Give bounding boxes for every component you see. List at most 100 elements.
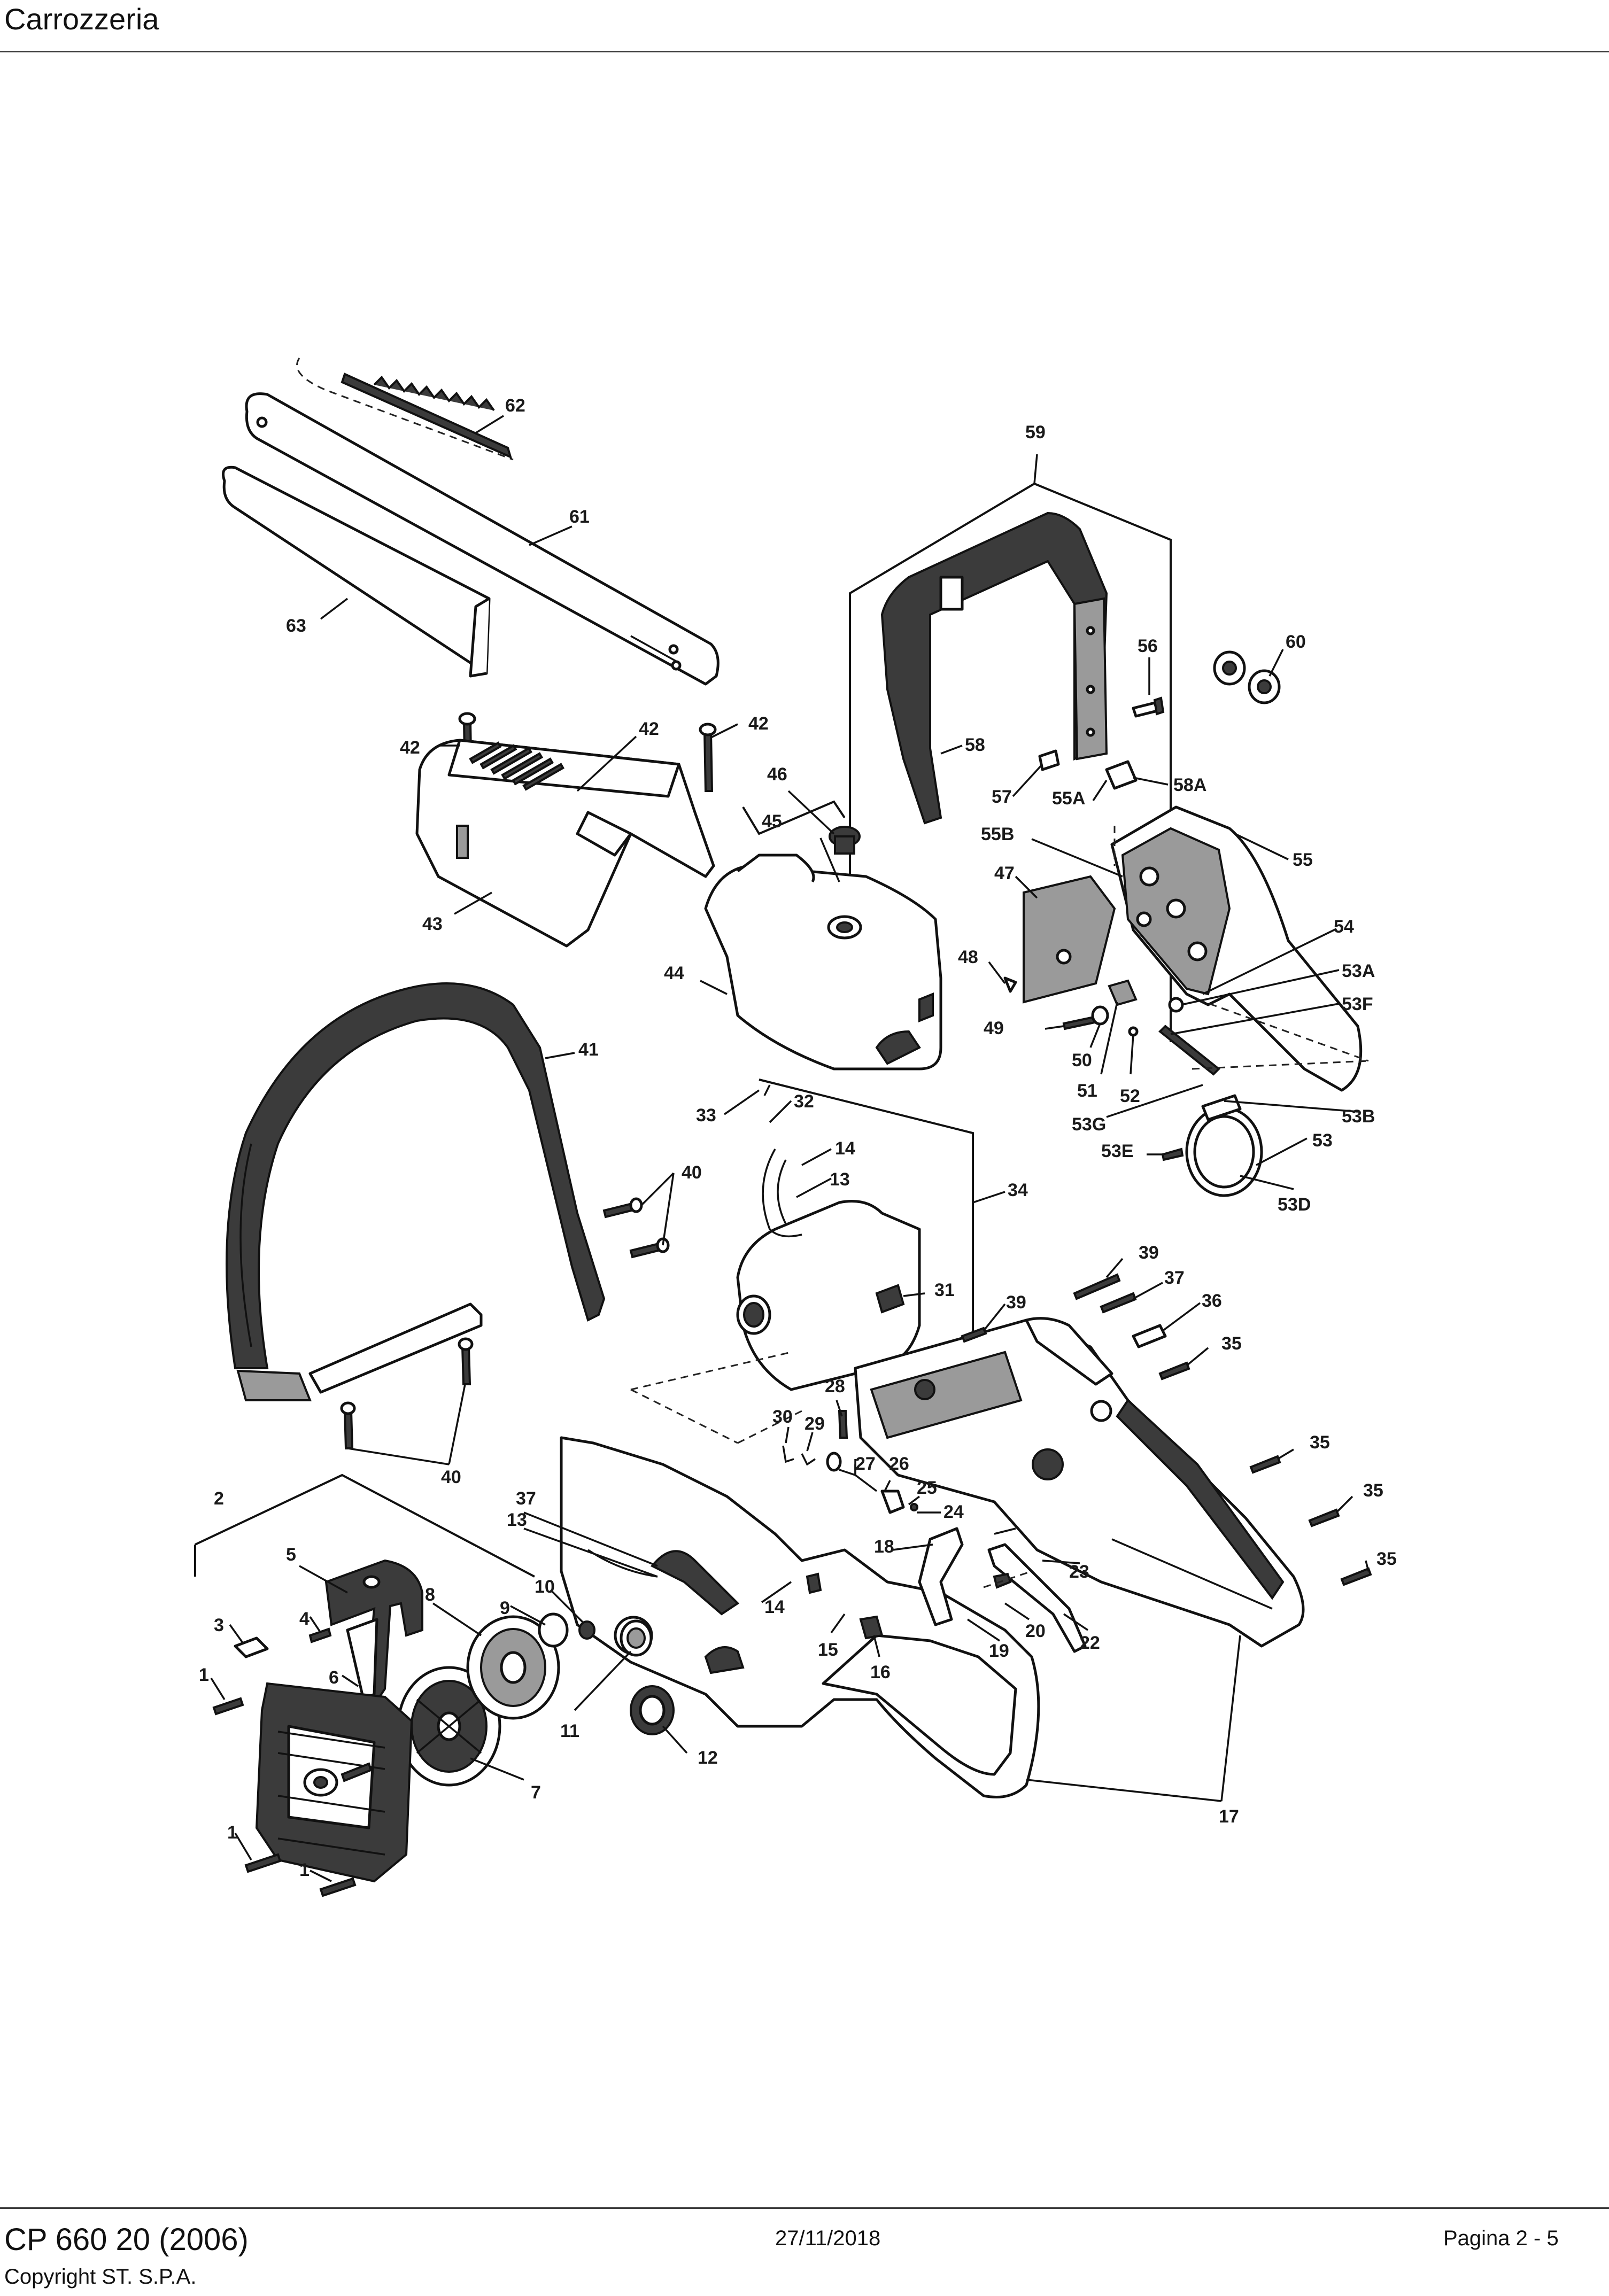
callout-52: 52 [1120, 1086, 1140, 1106]
callout-1-middle: 1 [227, 1822, 237, 1843]
callout-1-top: 1 [199, 1665, 209, 1685]
assembly-line [983, 1570, 1032, 1588]
callout-32: 32 [794, 1091, 814, 1112]
chain-plate-47-part [1023, 875, 1116, 1004]
callout-33: 33 [696, 1105, 716, 1126]
callout-60: 60 [1286, 632, 1306, 652]
callout-15: 15 [818, 1640, 838, 1660]
pin-52-part [1128, 1026, 1139, 1037]
screws-35-39-part [961, 1273, 1372, 1586]
callout-57: 57 [992, 787, 1012, 807]
throttle-parts [880, 1490, 1087, 1653]
callout-6: 6 [329, 1667, 339, 1688]
callout-41: 41 [578, 1040, 599, 1060]
screws-40-part [340, 1197, 670, 1449]
callout-42-right: 42 [748, 713, 769, 734]
callout-34: 34 [1008, 1180, 1028, 1200]
callout-51: 51 [1077, 1081, 1097, 1101]
small-parts-24-30 [782, 1410, 878, 1492]
callout-18: 18 [874, 1537, 894, 1557]
pin-4-part [308, 1627, 332, 1643]
callout-28: 28 [825, 1376, 845, 1397]
bushing-58A-part [1105, 760, 1138, 790]
callout-44: 44 [664, 963, 684, 983]
callout-48: 48 [958, 947, 978, 967]
callout-31: 31 [934, 1280, 955, 1300]
callout-58: 58 [965, 735, 985, 755]
saw-chain-part [296, 358, 514, 461]
callout-37-right: 37 [1164, 1268, 1185, 1288]
callout-53G: 53G [1072, 1114, 1106, 1135]
callout-49: 49 [984, 1018, 1004, 1038]
guide-bar-part [245, 392, 720, 686]
callout-58A: 58A [1173, 775, 1206, 795]
crankcase-17-part [854, 1317, 1305, 1648]
callout-59: 59 [1025, 422, 1046, 443]
callout-53E: 53E [1101, 1141, 1134, 1161]
cap-46-part [829, 826, 861, 855]
callout-55B: 55B [981, 824, 1014, 844]
recoil-pulley-7-part [397, 1666, 501, 1787]
callout-12: 12 [698, 1748, 718, 1768]
callout-39-right: 39 [1139, 1243, 1159, 1263]
bar-cover-part [222, 466, 491, 678]
callout-56: 56 [1138, 636, 1158, 656]
callout-27: 27 [855, 1454, 876, 1474]
callout-53F: 53F [1342, 994, 1373, 1014]
callout-16: 16 [870, 1662, 891, 1682]
callout-2: 2 [214, 1488, 224, 1509]
top-cover-43-part [415, 739, 715, 948]
callout-36: 36 [1202, 1291, 1222, 1311]
assembly-line [630, 1351, 792, 1391]
starter-bracket-2 [194, 1473, 535, 1578]
washer-57-part [1038, 749, 1060, 771]
callout-40-upper: 40 [682, 1162, 702, 1183]
bolt-3-part [234, 1636, 269, 1658]
callout-30: 30 [772, 1407, 793, 1427]
callout-7: 7 [531, 1782, 541, 1803]
screw-53E-part [1161, 1147, 1184, 1161]
fuel-tank-34-part [736, 1079, 974, 1391]
callout-22: 22 [1080, 1633, 1100, 1653]
callout-35-d: 35 [1376, 1549, 1397, 1569]
cap-11-part [620, 1619, 653, 1657]
callout-62: 62 [505, 395, 525, 416]
callout-10: 10 [535, 1577, 555, 1597]
callout-53A: 53A [1342, 961, 1375, 981]
callout-35-c: 35 [1363, 1480, 1383, 1501]
leader-lines [210, 415, 1370, 1882]
spring-9-part [538, 1612, 569, 1648]
callout-1-bottom: 1 [299, 1860, 310, 1880]
t-wrench-5-part [324, 1559, 423, 1707]
assembly-line [1197, 998, 1369, 1062]
callout-35-a: 35 [1221, 1333, 1242, 1354]
callout-25: 25 [917, 1478, 937, 1498]
callout-14-lower: 14 [764, 1597, 785, 1617]
air-cover-44-part [704, 854, 942, 1071]
page-number: Pagina 2 - 5 [1443, 2227, 1559, 2250]
print-date: 27/11/2018 [775, 2227, 881, 2250]
brake-band-53-part [1185, 1094, 1263, 1197]
washer-50-part [1091, 1005, 1109, 1026]
washer-10-part [578, 1620, 595, 1640]
starter-housing-part [255, 1682, 413, 1883]
callout-5: 5 [286, 1545, 296, 1565]
spring-53G-part [1158, 1025, 1220, 1076]
copyright-text: Copyright ST. S.P.A. [4, 2265, 197, 2289]
callout-55A: 55A [1052, 788, 1085, 809]
rear-housing-part [560, 1436, 1040, 1798]
callout-11: 11 [560, 1721, 579, 1741]
callout-50: 50 [1072, 1050, 1092, 1071]
callout-24: 24 [943, 1502, 964, 1522]
page-header: Carrozzeria [0, 0, 1609, 53]
assembly-line [1192, 1060, 1369, 1070]
callout-53: 53 [1312, 1130, 1333, 1151]
washer-53A-part [1168, 997, 1184, 1013]
assembly-line [630, 1389, 738, 1444]
callout-4: 4 [299, 1609, 310, 1629]
block-51-part [1108, 979, 1138, 1006]
bolt-56-part [1132, 696, 1165, 718]
callout-46: 46 [767, 764, 787, 785]
callout-13-lower: 13 [507, 1510, 527, 1530]
